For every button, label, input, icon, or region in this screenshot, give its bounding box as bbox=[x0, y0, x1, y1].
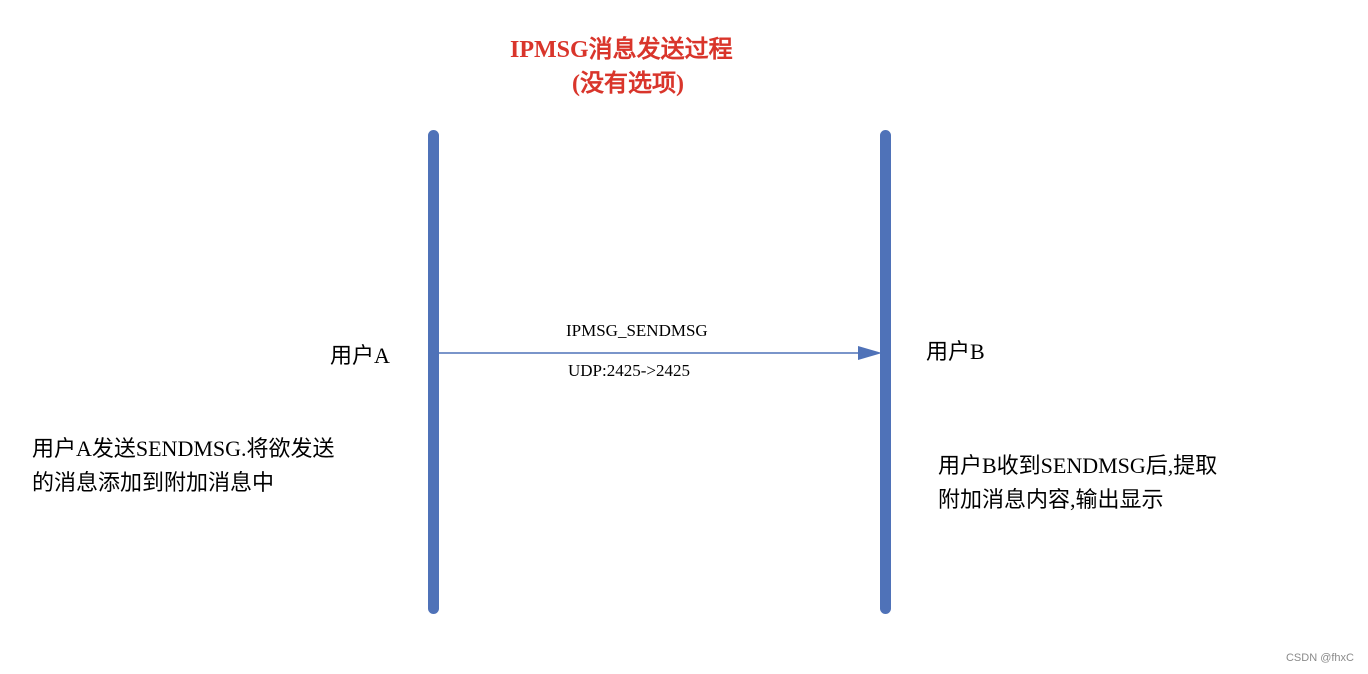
message-arrow-head bbox=[858, 346, 882, 360]
note-user-a-line-2: 的消息添加到附加消息中 bbox=[32, 470, 275, 495]
title-line-1: IPMSG消息发送过程 bbox=[510, 37, 733, 63]
actor-label-user-a: 用户A bbox=[330, 343, 390, 368]
actor-label-user-b: 用户B bbox=[926, 339, 985, 364]
lifeline-user-b bbox=[880, 130, 891, 614]
diagram-title: IPMSG消息发送过程 (没有选项) bbox=[510, 33, 770, 101]
message-name-label: IPMSG_SENDMSG bbox=[566, 321, 708, 340]
note-user-b-line-1: 用户B收到SENDMSG后,提取 bbox=[938, 453, 1218, 478]
note-user-b: 用户B收到SENDMSG后,提取 附加消息内容,输出显示 bbox=[938, 449, 1217, 517]
message-port-label: UDP:2425->2425 bbox=[568, 361, 690, 380]
title-line-2: (没有选项) bbox=[572, 71, 684, 97]
note-user-b-line-2: 附加消息内容,输出显示 bbox=[938, 487, 1164, 512]
lifeline-user-a bbox=[428, 130, 439, 614]
watermark: CSDN @fhxC bbox=[1285, 652, 1354, 664]
note-user-a: 用户A发送SENDMSG.将欲发送 的消息添加到附加消息中 bbox=[32, 432, 335, 500]
note-user-a-line-1: 用户A发送SENDMSG.将欲发送 bbox=[32, 436, 335, 461]
message-arrow bbox=[438, 346, 882, 360]
